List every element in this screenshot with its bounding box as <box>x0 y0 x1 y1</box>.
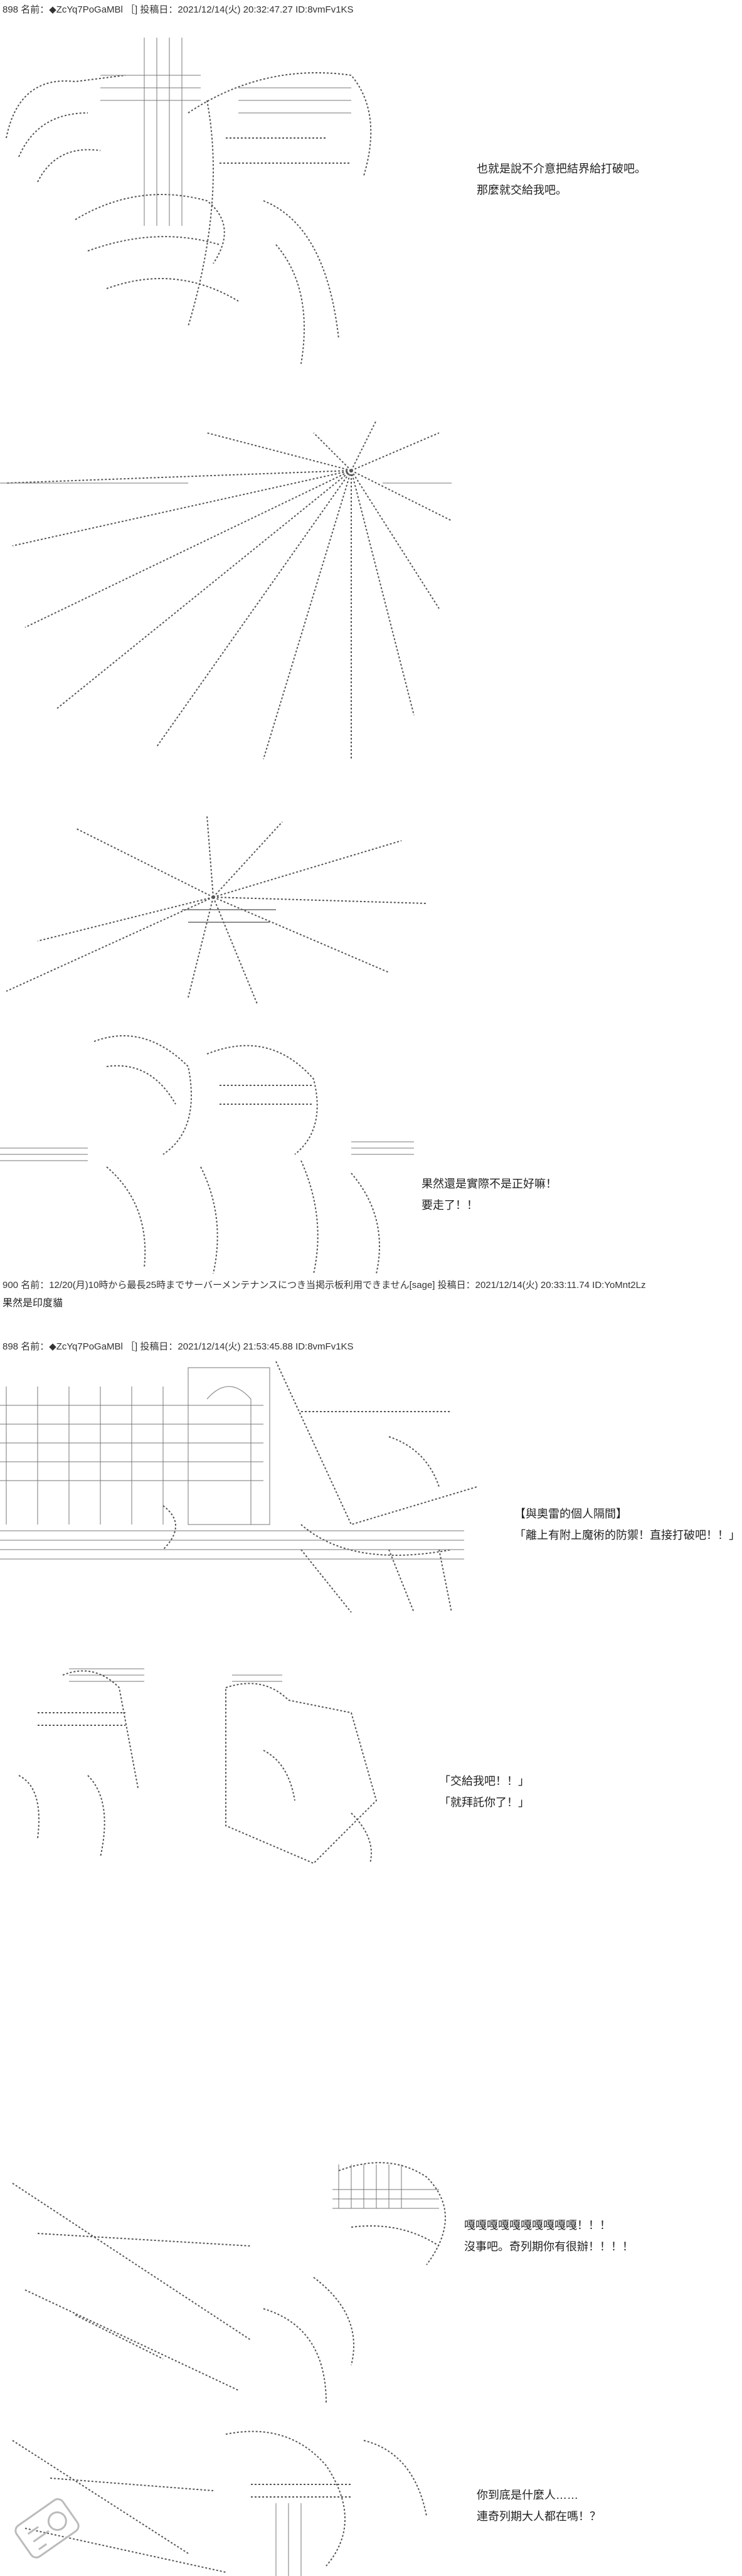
ascii-art-panel-2 <box>0 420 742 772</box>
dialogue-block-5: 嘎嘎嘎嘎嘎嘎嘎嘎嘎嘎！！！ 沒事吧。奇列期你有很辦！！！！ <box>464 2215 633 2257</box>
dialogue-line: 連奇列期大人都在嗎！？ <box>477 2510 601 2523</box>
post-header-2: 900 名前：12/20(月)10時から最長25時までサーバーメンテナンスにつき… <box>3 1280 646 1291</box>
dialogue-block-2: 果然還是實際不是正好嘛！ 要走了！！ <box>421 1173 557 1216</box>
dialogue-block-3: 【與奧雷的個人隔間】 「離上有附上魔術的防禦！直接打破吧！！」 <box>514 1503 740 1546</box>
dialogue-line: 【與奧雷的個人隔間】 <box>514 1508 627 1520</box>
dialogue-block-1: 也就是說不介意把結界給打破吧。 那麼就交給我吧。 <box>477 158 646 201</box>
post-header-3: 898 名前：◆ZcYq7PoGaMBl ［] 投稿日：2021/12/14(火… <box>3 1341 354 1352</box>
ascii-art-panel-6 <box>0 1663 742 1870</box>
dialogue-block-6: 你到底是什麼人…… 連奇列期大人都在嗎！？ <box>477 2484 601 2527</box>
dialogue-line: 「交給我吧！！」 <box>439 1775 529 1787</box>
ascii-art-panel-8 <box>0 2428 742 2576</box>
dialogue-line: 也就是說不介意把結界給打破吧。 <box>477 162 646 175</box>
post-body-2: 果然是印度貓 <box>3 1298 63 1309</box>
dialogue-block-4: 「交給我吧！！」 「就拜託你了！」 <box>439 1770 529 1813</box>
dialogue-line: 那麼就交給我吧。 <box>477 184 567 196</box>
ascii-art-panel-3 <box>0 816 742 1016</box>
ascii-art-panel-1 <box>0 38 742 389</box>
site-watermark-logo-icon <box>14 2498 80 2558</box>
dialogue-line: 要走了！！ <box>421 1199 478 1211</box>
dialogue-line: 你到底是什麼人…… <box>477 2489 578 2501</box>
ascii-art-panel-7 <box>0 2152 742 2415</box>
dialogue-line: 沒事吧。奇列期你有很辦！！！！ <box>464 2240 633 2253</box>
dialogue-line: 嘎嘎嘎嘎嘎嘎嘎嘎嘎嘎！！！ <box>464 2219 611 2232</box>
ascii-art-panel-5 <box>0 1361 742 1631</box>
ascii-art-panel-4 <box>0 1029 742 1280</box>
dialogue-line: 「就拜託你了！」 <box>439 1796 529 1809</box>
post-header-1: 898 名前：◆ZcYq7PoGaMBl ［] 投稿日：2021/12/14(火… <box>3 4 354 15</box>
dialogue-line: 果然還是實際不是正好嘛！ <box>421 1178 557 1190</box>
dialogue-line: 「離上有附上魔術的防禦！直接打破吧！！」 <box>514 1529 740 1541</box>
